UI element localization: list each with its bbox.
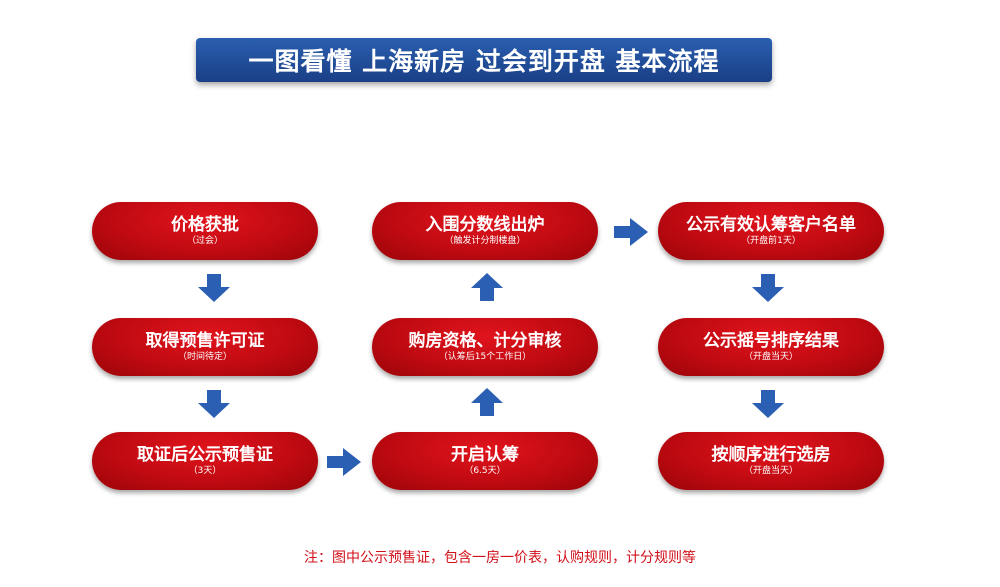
step-title: 公示摇号排序结果: [703, 330, 839, 351]
arrow-down-icon: [198, 390, 230, 418]
step-subtitle: （时间待定）: [177, 351, 232, 362]
step-title: 价格获批: [171, 214, 239, 235]
arrow-down-icon: [752, 274, 784, 302]
step-subtitle: （开盘当天）: [743, 351, 798, 362]
step-subtitle: （认筹后15个工作日）: [438, 351, 532, 362]
step-title: 取得预售许可证: [145, 330, 265, 351]
step-price-approval: 价格获批 （过会）: [92, 202, 318, 260]
step-subtitle: （开盘前1天）: [741, 235, 801, 246]
step-lottery-result: 公示摇号排序结果 （开盘当天）: [658, 318, 884, 376]
step-subtitle: （开盘当天）: [743, 465, 798, 476]
step-title: 公示有效认筹客户名单: [686, 214, 856, 235]
step-select-house: 按顺序进行选房 （开盘当天）: [658, 432, 884, 490]
step-title: 购房资格、计分审核: [408, 330, 562, 351]
step-open-subscription: 开启认筹 （6.5天）: [372, 432, 598, 490]
arrow-down-icon: [752, 390, 784, 418]
step-subtitle: （6.5天）: [464, 465, 506, 476]
step-title: 按顺序进行选房: [711, 444, 831, 465]
arrow-up-icon: [471, 388, 503, 416]
step-presale-permit: 取得预售许可证 （时间待定）: [92, 318, 318, 376]
step-qualification-review: 购房资格、计分审核 （认筹后15个工作日）: [372, 318, 598, 376]
arrow-down-icon: [198, 274, 230, 302]
step-score-cutoff: 入围分数线出炉 （触发计分制楼盘）: [372, 202, 598, 260]
step-subtitle: （过会）: [186, 235, 223, 246]
footnote: 注：图中公示预售证，包含一房一价表，认购规则，计分规则等: [304, 550, 696, 566]
step-title: 入围分数线出炉: [425, 214, 545, 235]
step-publish-permit: 取证后公示预售证 （3天）: [92, 432, 318, 490]
page-title: 一图看懂 上海新房 过会到开盘 基本流程: [248, 47, 720, 76]
title-banner: 一图看懂 上海新房 过会到开盘 基本流程: [196, 38, 772, 82]
step-subtitle: （3天）: [188, 465, 222, 476]
step-title: 取证后公示预售证: [137, 444, 273, 465]
step-title: 开启认筹: [451, 444, 519, 465]
arrow-right-icon: [614, 218, 648, 246]
arrow-right-icon: [327, 448, 361, 476]
step-publish-customer-list: 公示有效认筹客户名单 （开盘前1天）: [658, 202, 884, 260]
arrow-up-icon: [471, 273, 503, 301]
step-subtitle: （触发计分制楼盘）: [444, 235, 526, 246]
